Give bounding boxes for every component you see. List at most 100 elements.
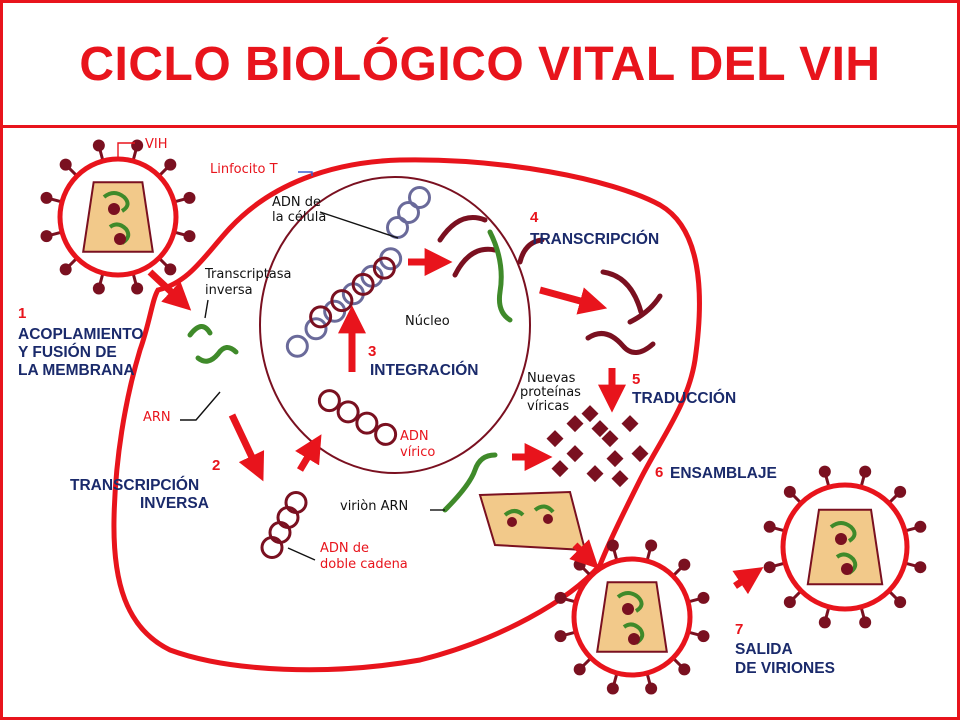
assembling-capsid-rna	[503, 509, 525, 517]
virus-budding-rna-strand	[622, 622, 645, 645]
stage-2: 2 TRANSCRIPCIÓN INVERSA	[70, 457, 220, 512]
double-strand-dna-helix-loop	[284, 491, 308, 514]
stage-3: 3 INTEGRACIÓN	[368, 343, 479, 379]
stage-6-line1: ENSAMBLAJE	[670, 465, 777, 482]
assembling-capsid-shell	[478, 490, 587, 552]
arrow-to-nucleus	[295, 434, 322, 472]
virus-released-spike-knob	[763, 520, 776, 533]
leader-linfocito	[298, 171, 313, 176]
virus-entering-spike-knob	[92, 139, 105, 152]
host-dna-helix-integrated-loop	[372, 256, 396, 280]
virus-budding-spike-knob	[606, 682, 619, 695]
virus-released-spike-knob	[783, 485, 796, 498]
hiv-cycle-diagram: VIH Linfocito T ADN de la célula Transcr…	[18, 137, 927, 695]
viral-protein	[546, 430, 564, 448]
virus-budding-spike-knob	[606, 539, 619, 552]
arrow-budding	[569, 539, 599, 569]
viral-protein	[601, 430, 619, 448]
stage-1-line1: ACOPLAMIENTO	[18, 326, 143, 343]
virus-entering-spike-knob	[59, 158, 72, 171]
stage-2-number: 2	[212, 457, 220, 474]
label-adn-virico-line2: vírico	[400, 445, 435, 460]
host-dna-helix-blue-loop	[304, 317, 328, 341]
virus-entering-enzyme	[114, 233, 126, 245]
stage-7-line1: SALIDA	[735, 641, 793, 658]
viral-protein	[586, 465, 604, 483]
viral-protein	[581, 405, 599, 423]
virus-released-enzyme	[841, 563, 853, 575]
virus-entering-spike-knob	[164, 158, 177, 171]
stage-6: 6 ENSAMBLAJE	[655, 464, 777, 482]
virus-entering	[40, 139, 196, 295]
stage-3-number: 3	[368, 343, 376, 360]
stage-7-line2: DE VIRIONES	[735, 660, 835, 677]
double-strand-dna-helix	[260, 491, 308, 559]
label-vih: VIH	[145, 137, 168, 152]
virus-entering-spike-knob	[40, 230, 53, 243]
stage-1: 1 ACOPLAMIENTO Y FUSIÓN DE LA MEMBRANA	[18, 305, 143, 379]
virus-entering-spike-knob	[183, 191, 196, 204]
stage-1-number: 1	[18, 305, 26, 322]
virus-released-spike-knob	[894, 485, 907, 498]
label-nuevas-proteinas-line1: Nuevas	[527, 371, 576, 386]
host-dna-helix-top	[386, 186, 431, 239]
label-adn-doble: ADN de doble cadena	[320, 541, 408, 572]
viral-dna-helix-loop	[317, 389, 341, 413]
leader-adn-doble	[287, 547, 316, 561]
virus-entering-spike-knob	[183, 230, 196, 243]
virus-budding-enzyme	[622, 603, 634, 615]
virus-released-spike-knob	[818, 616, 831, 629]
rna-strand-entry	[195, 345, 239, 364]
virus-released-spike-knob	[783, 596, 796, 609]
viral-dna-helix-loop	[374, 422, 398, 446]
host-dna-helix-blue	[285, 247, 403, 358]
viral-protein	[621, 415, 639, 433]
mrna-strand	[517, 237, 545, 265]
virus-budding-spike-knob	[554, 630, 567, 643]
leader-transcriptasa	[204, 299, 209, 319]
label-nuevas-proteinas-line2: proteínas	[520, 385, 581, 400]
label-transcriptasa-line2: inversa	[205, 283, 253, 298]
viral-protein	[566, 415, 584, 433]
arrow-reverse-transcription	[228, 413, 265, 482]
stage-4: 4 TRANSCRIPCIÓN	[530, 209, 659, 248]
virus-released-spike-knob	[914, 561, 927, 574]
virus-budding-spike-knob	[697, 591, 710, 604]
virus-released-rna-strand	[835, 552, 858, 575]
mrna-cytoplasm	[627, 293, 663, 325]
virus-released-spike-knob	[894, 596, 907, 609]
viral-dna-helix	[317, 389, 398, 446]
stage-4-number: 4	[530, 209, 539, 226]
virus-budding-spike-knob	[678, 663, 691, 676]
virus-released-spike-knob	[763, 561, 776, 574]
arrow-release	[732, 567, 764, 595]
virus-released-enzyme	[835, 533, 847, 545]
virus-budding-spike-knob	[573, 663, 586, 676]
stage-5: 5 TRADUCCIÓN	[632, 371, 736, 407]
virus-budding-spike-knob	[573, 558, 586, 571]
stage-2-line2: INVERSA	[140, 495, 209, 512]
title-band: CICLO BIOLÓGICO VITAL DEL VIH	[3, 3, 957, 128]
stage-2-line1: TRANSCRIPCIÓN	[70, 476, 199, 494]
virus-budding-spike-knob	[554, 591, 567, 604]
virus-budding-enzyme	[628, 633, 640, 645]
label-adn-doble-line1: ADN de	[320, 541, 369, 556]
label-adn-celula-line2: la célula	[272, 210, 326, 225]
viral-protein	[566, 445, 584, 463]
assembling-capsid-rna	[533, 504, 555, 514]
host-dna-helix-blue-loop	[285, 334, 309, 358]
stage-7: 7 SALIDA DE VIRIONES	[735, 621, 835, 677]
virus-budding-capsid	[596, 581, 668, 653]
assembling-capsid-enzyme	[507, 517, 517, 527]
virion-rna-strand	[442, 452, 498, 513]
viral-protein	[631, 445, 649, 463]
lymphocyte-membrane	[111, 157, 702, 673]
stage-5-line1: TRADUCCIÓN	[632, 389, 736, 407]
virus-entering-spike-knob	[40, 191, 53, 204]
stage-4-line1: TRANSCRIPCIÓN	[530, 230, 659, 248]
host-dna-helix-top-loop	[408, 186, 431, 209]
virus-entering-spike-knob	[131, 282, 144, 295]
viral-protein	[591, 420, 609, 438]
label-arn: ARN	[143, 410, 171, 425]
